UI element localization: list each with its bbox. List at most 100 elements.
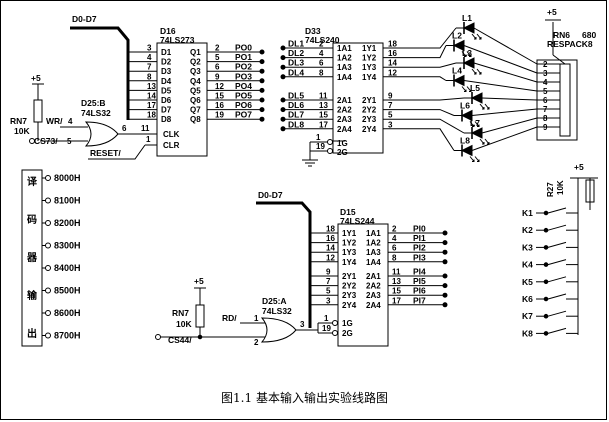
gate2-in2-pin: 2 [254, 338, 259, 347]
u16-out-pin: 19 [215, 111, 224, 120]
u33-in-net: DL3 [288, 58, 304, 68]
switch-k3: K3 [522, 241, 578, 252]
u33-out-pin: 7 [388, 101, 393, 110]
u15-in-pin: 5 [326, 287, 331, 296]
decoder-address: 8300H [54, 241, 81, 251]
decoder-char: 器 [26, 252, 38, 264]
switch-lever-icon [547, 259, 567, 266]
u33-in-net: DL4 [288, 67, 304, 77]
led-l7: L7 [430, 117, 538, 145]
u16-out-net: PO6 [235, 100, 252, 110]
u33-a-label: 1A4 [337, 73, 352, 82]
led-triangle-icon [470, 127, 483, 139]
u15-y-label: 1Y4 [342, 258, 357, 267]
u15-y-label: 2Y3 [342, 291, 357, 300]
u16-in-label: D8 [161, 115, 172, 124]
u16-in-label: D1 [161, 48, 172, 57]
decoder-address: 8700H [54, 331, 81, 341]
u16-clr-label: CLR [163, 141, 180, 150]
u15-out-pin: 2 [392, 225, 397, 234]
u15-a-label: 1A1 [366, 229, 381, 238]
u15-g1-label: 1G [342, 319, 353, 328]
led-triangle-icon [452, 74, 465, 87]
switch-k5: K5 [522, 276, 578, 287]
switch-contact-icon [543, 279, 549, 285]
u33-a-label: 2A3 [337, 115, 352, 124]
u15-out-dot [442, 302, 448, 308]
rn7b-value: 10K [176, 319, 192, 329]
u16-out-dot [259, 59, 265, 65]
led-to-rn6-wire [471, 108, 538, 116]
led-feed-wire [430, 45, 447, 59]
u16-out-pin: 2 [215, 44, 220, 53]
u16-in-label: D5 [161, 86, 172, 95]
u33-a-label: 1A1 [337, 44, 352, 53]
u15-out-net: PI7 [413, 295, 426, 305]
switch-contact-icon [543, 227, 549, 233]
u33-in-pin: 15 [319, 111, 328, 120]
resistor-rn7-bottom: +5 RN7 10K [172, 276, 206, 340]
u15-in-pin: 3 [326, 296, 331, 305]
led-l4: L4 [430, 66, 538, 92]
u33-in-net: DL6 [288, 100, 304, 110]
u33-a-label: 1A2 [337, 54, 352, 63]
u33-y-label: 1Y2 [362, 54, 377, 63]
u33-in-pin: 11 [319, 92, 328, 101]
u16-clk-pin: 11 [141, 124, 150, 133]
switch-contact-icon [543, 296, 549, 302]
rn6-value: 680 [582, 30, 596, 40]
u33-y-label: 2Y3 [362, 115, 377, 124]
u15-y-label: 1Y1 [342, 229, 357, 238]
u15-in-pin: 7 [326, 277, 331, 286]
u15-out-net: PI1 [413, 233, 426, 243]
u16-in-pin: 13 [147, 82, 156, 91]
reset-label: RESET/ [90, 148, 121, 158]
led-feed-wire [430, 118, 465, 134]
u15-out-pin: 17 [392, 296, 401, 305]
u15-out-dot [442, 273, 448, 279]
decoder-address: 8000H [54, 173, 81, 183]
led-label: L6 [460, 101, 470, 111]
u15-in-pin: 16 [326, 234, 335, 243]
led-emit-arrows-icon [469, 121, 480, 127]
decoder-out-bubble [45, 242, 51, 249]
u33-part: 74LS240 [305, 35, 340, 45]
u16-out-net: PO0 [235, 43, 252, 53]
decoder-out-bubble [45, 175, 51, 181]
u15-a-label: 2A2 [366, 282, 381, 291]
led-l5: L5 [430, 83, 538, 110]
u16-in-label: D6 [161, 96, 172, 105]
decoder-address: 8500H [54, 286, 81, 296]
u33-g1-label: 1G [337, 139, 348, 148]
u33-out-pin: 18 [388, 40, 397, 49]
u16-in-label: D2 [161, 58, 172, 67]
led-feed-wire [430, 76, 447, 81]
u15-a-label: 2A4 [366, 301, 381, 310]
decoder-address: 8600H [54, 308, 81, 318]
led-emit-arrows-icon [471, 33, 482, 40]
rn7a-supply: +5 [31, 73, 41, 83]
u15-a-label: 1A2 [366, 239, 381, 248]
u15-out-net: PI0 [413, 224, 426, 234]
switch-k7: K7 [522, 310, 578, 321]
gate1-in1-net: WR/ [46, 116, 63, 126]
led-triangle-icon [462, 57, 475, 69]
u15-in-pin: 14 [326, 244, 335, 253]
u15-in-pin: 9 [326, 268, 331, 277]
u16-out-label: Q2 [190, 58, 201, 67]
u16-out-net: PO5 [235, 91, 252, 101]
or-gate-d25a: D25:A 74LS32 RD/ 1 CS44/ 2 3 [155, 296, 318, 347]
u33-y-label: 1Y1 [362, 44, 377, 53]
u16-out-label: Q4 [190, 77, 201, 86]
decoder-out-bubble [45, 220, 51, 226]
resistor-rn7-top: +5 RN7 10K [10, 73, 44, 141]
u15-g2-pin: 19 [322, 324, 331, 333]
led-to-rn6-wire [471, 126, 538, 151]
u16-in-pin: 8 [147, 72, 152, 81]
led-to-rn6-wire [463, 45, 538, 74]
led-triangle-icon [470, 92, 483, 104]
decoder-out-bubble [45, 265, 51, 271]
u15-out-pin: 6 [392, 244, 397, 253]
gate1-in2-pin: 5 [67, 137, 72, 146]
decoder-char: 译 [27, 175, 38, 188]
